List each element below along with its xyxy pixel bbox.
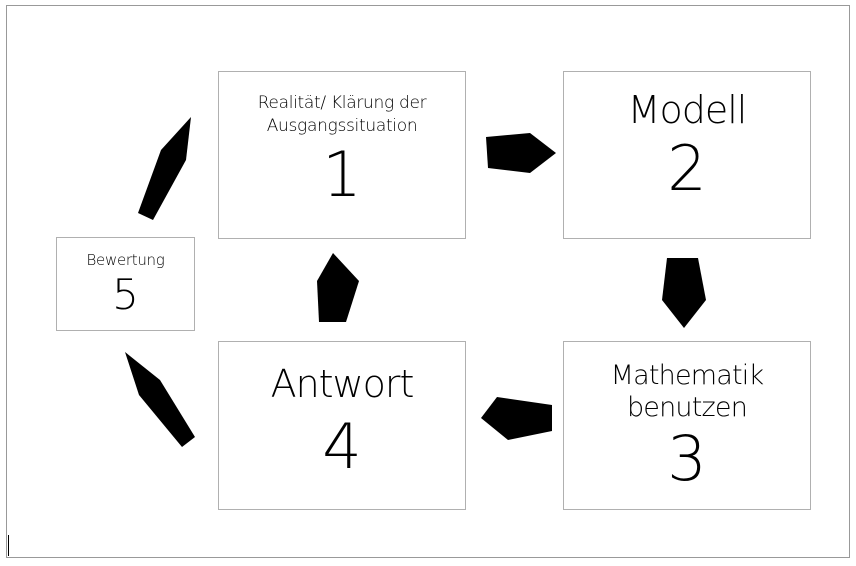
step-box-2: Modell 2 (563, 71, 811, 239)
edge-mark (8, 535, 9, 556)
step-number: 5 (112, 270, 139, 319)
step-box-5: Bewertung 5 (56, 237, 195, 331)
step-label-line: Ausgangssituation (266, 116, 418, 136)
step-number: 1 (322, 138, 362, 211)
arrow-5-to-1 (138, 117, 191, 220)
arrow-1-to-2 (486, 133, 556, 173)
step-number: 4 (322, 410, 362, 483)
step-label-line: Mathematik (610, 360, 765, 391)
arrow-4-to-5 (125, 352, 195, 447)
step-number: 2 (667, 132, 707, 205)
step-label: Bewertung (86, 251, 165, 269)
step-box-3: Mathematik benutzen 3 (563, 341, 811, 510)
step-label: Antwort (270, 362, 415, 406)
step-label-line: benutzen (626, 392, 748, 423)
arrow-3-to-4 (481, 397, 552, 440)
step-label: Modell (627, 88, 748, 132)
diagram-frame (6, 5, 850, 558)
step-number: 3 (667, 422, 707, 495)
arrow-2-to-3 (662, 258, 706, 328)
arrow-4-to-1 (317, 253, 359, 322)
step-label-line: Realität/ Klärung der (257, 93, 427, 113)
step-box-1: Realität/ Klärung der Ausgangssituation … (218, 71, 466, 239)
step-box-4: Antwort 4 (218, 341, 466, 510)
